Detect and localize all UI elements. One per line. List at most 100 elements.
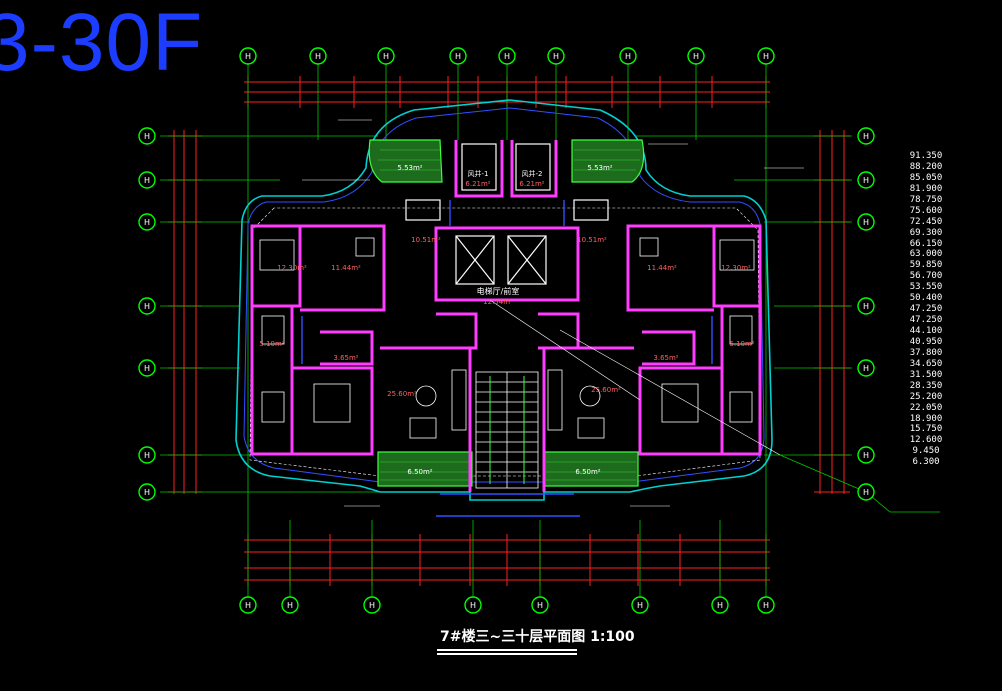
axis-label: H — [537, 601, 543, 610]
axis-label: H — [863, 132, 869, 141]
elevation-level: 44.100 — [909, 326, 943, 336]
room-area: 25.60m² — [591, 386, 621, 394]
elevation-level: 85.050 — [909, 172, 943, 183]
room-area: 5.53m² — [587, 164, 612, 172]
room-area: 3.65m² — [653, 354, 678, 362]
inner-walls — [405, 143, 609, 285]
axis-label: H — [144, 132, 150, 141]
axis-bubble — [857, 446, 875, 464]
axis-bubble — [857, 297, 875, 315]
axis-label: H — [863, 364, 869, 373]
dimension-lines — [173, 81, 845, 581]
axis-bubble — [631, 596, 649, 614]
axis-label: H — [287, 601, 293, 610]
elevation-level: 37.800 — [909, 347, 943, 358]
axis-label: H — [763, 52, 769, 61]
elevation-level: 66.150 — [909, 238, 943, 249]
elevation-level: 78.750 — [909, 194, 943, 205]
room-label: 电梯厅/前室 — [477, 286, 520, 296]
elevation-level: 25.200 — [909, 391, 943, 402]
room-area: 5.53m² — [397, 164, 422, 172]
room-area: 3.65m² — [333, 354, 358, 362]
room-labels: 风井-1 6.21m² 风井-2 6.21m² 电梯厅/前室 12.54m² 1… — [259, 164, 754, 476]
room-area: 10.51m² — [411, 236, 441, 244]
axis-label: H — [863, 488, 869, 497]
stair-green-markers — [489, 376, 525, 484]
elevation-level: 59.850 — [909, 260, 943, 271]
axis-bubble — [309, 47, 327, 65]
axis-label: H — [637, 601, 643, 610]
axis-bubble — [281, 596, 299, 614]
axis-grid-lines — [160, 64, 940, 600]
axis-bubble — [547, 47, 565, 65]
stairs — [475, 371, 539, 489]
elevation-level: 22.050 — [909, 402, 943, 413]
axis-bubble — [138, 297, 156, 315]
room-area: 12.30m² — [721, 264, 751, 272]
elevation-level: 75.600 — [909, 205, 943, 216]
axis-label: H — [144, 218, 150, 227]
axis-label: H — [369, 601, 375, 610]
axis-label: H — [553, 52, 559, 61]
leader-lines — [302, 119, 804, 507]
drawing-title: 7#楼三~三十层平面图 1:100 — [440, 629, 635, 645]
axis-bubble — [687, 47, 705, 65]
elevation-level: 88.200 — [909, 161, 943, 172]
axis-bubble — [857, 359, 875, 377]
axis-bubble — [464, 596, 482, 614]
room-area: 25.60m² — [387, 390, 417, 398]
elevation-level: 81.900 — [909, 183, 943, 194]
axis-bubble — [138, 359, 156, 377]
axis-bubble — [138, 127, 156, 145]
sheet-title: 3-30F — [0, 0, 204, 88]
elevation-level: 6.300 — [912, 457, 940, 468]
axis-bubble — [857, 127, 875, 145]
axis-bubble — [138, 213, 156, 231]
room-area: 6.50m² — [407, 468, 432, 476]
elevation-level: 47.250 — [909, 304, 943, 315]
axis-label: H — [470, 601, 476, 610]
axis-label: H — [717, 601, 723, 610]
elevation-level: 15.750 — [909, 424, 943, 435]
elevation-level: 12.600 — [909, 435, 943, 446]
elevation-level: 91.350 — [909, 151, 943, 161]
room-area: 6.21m² — [465, 180, 490, 188]
elevation-level: 63.000 — [909, 249, 943, 260]
axis-bubble — [619, 47, 637, 65]
axis-label: H — [383, 52, 389, 61]
balcony-hatch — [378, 149, 640, 481]
room-area: 11.44m² — [647, 264, 677, 272]
room-area: 12.30m² — [277, 264, 307, 272]
room-area: 6.50m² — [575, 468, 600, 476]
blue-window-lines — [301, 200, 713, 517]
axis-bubble — [239, 47, 257, 65]
axis-label: H — [245, 601, 251, 610]
room-label: 风井-1 — [468, 169, 489, 178]
axis-label: H — [763, 601, 769, 610]
axis-label: H — [504, 52, 510, 61]
room-area: 5.10m² — [259, 340, 284, 348]
axis-label: H — [144, 451, 150, 460]
elevation-level: 40.950 — [909, 336, 943, 347]
axis-label: H — [144, 302, 150, 311]
axis-bubble — [363, 596, 381, 614]
axis-bubble — [138, 483, 156, 501]
axis-label: H — [144, 488, 150, 497]
elevation-level: 18.900 — [909, 413, 943, 424]
axis-label: H — [693, 52, 699, 61]
axis-label: H — [863, 176, 869, 185]
axis-label: H — [863, 451, 869, 460]
axis-label: H — [625, 52, 631, 61]
axis-label: H — [144, 176, 150, 185]
axis-bubble — [757, 596, 775, 614]
elevation-level: 56.700 — [909, 271, 943, 282]
room-area: 10.51m² — [577, 236, 607, 244]
room-area: 5.10m² — [729, 340, 754, 348]
axis-bubble — [857, 213, 875, 231]
axis-bubble — [449, 47, 467, 65]
axis-bubble — [857, 483, 875, 501]
axis-label: H — [863, 302, 869, 311]
room-area: 11.44m² — [331, 264, 361, 272]
axis-label: H — [144, 364, 150, 373]
